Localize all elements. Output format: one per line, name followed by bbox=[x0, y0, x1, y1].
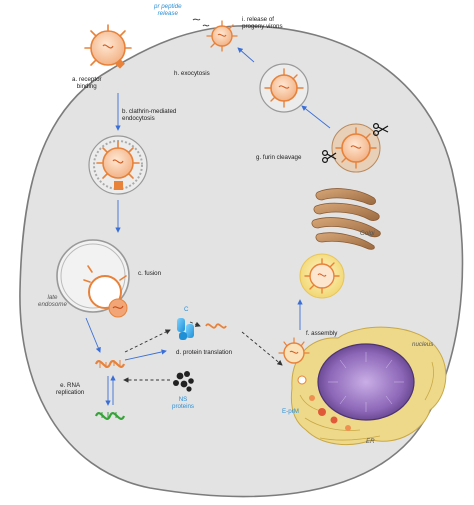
dashed-rna-to-c bbox=[124, 329, 171, 353]
virus-assembly bbox=[278, 337, 310, 364]
viral-rna-green bbox=[94, 412, 126, 420]
label-nucleus: nucleus bbox=[412, 341, 434, 348]
scissors-icon bbox=[373, 122, 389, 137]
arrow-exo-to-release bbox=[237, 47, 255, 63]
label-ns-proteins: NS proteins bbox=[172, 396, 195, 411]
label-exocytosis: h. exocytosis bbox=[174, 70, 210, 77]
er-vesicles bbox=[297, 375, 351, 431]
label-pr-peptide-release: pr peptide release bbox=[154, 3, 182, 18]
viral-rna-orange bbox=[94, 360, 126, 368]
label-receptor-binding: a. receptor binding bbox=[72, 76, 102, 91]
virus-endocytosis bbox=[88, 135, 148, 195]
label-furin-cleavage: g. furin cleavage bbox=[256, 154, 302, 161]
label-golgi: Golgi bbox=[360, 230, 375, 237]
virus-released bbox=[206, 20, 238, 52]
label-rna-replication: e. RNA replication bbox=[56, 382, 85, 397]
label-er: ER bbox=[366, 438, 375, 445]
ns-proteins-cluster bbox=[173, 371, 194, 392]
pr-peptide-fragments bbox=[192, 18, 210, 27]
arrow-furin-to-exo bbox=[301, 105, 331, 129]
rna-translated bbox=[205, 323, 227, 329]
nucleus-pores bbox=[328, 352, 404, 412]
golgi-shape bbox=[311, 188, 381, 250]
virus-exocytosis bbox=[259, 63, 309, 113]
scissors-icon bbox=[322, 150, 337, 164]
nucleus-er-complex bbox=[290, 326, 447, 446]
label-clathrin-endocytosis: b. clathrin-mediated endocytosis bbox=[122, 108, 177, 123]
dashed-c-to-rna bbox=[189, 321, 201, 327]
label-late-endosome: late endosome bbox=[38, 294, 67, 309]
label-protein-translation: d. protein translation bbox=[176, 349, 233, 356]
virus-immature bbox=[299, 253, 345, 299]
label-release: i. release of progeny virons bbox=[242, 16, 283, 31]
capsid-c-protein bbox=[177, 318, 194, 340]
arrow-to-translation bbox=[124, 349, 167, 361]
pathway-arrows bbox=[85, 47, 331, 406]
arrow-c-to-rna bbox=[85, 317, 101, 353]
label-c-protein: C bbox=[184, 306, 189, 313]
label-assembly: f. assembly bbox=[306, 330, 338, 337]
virus-furin-cleavage bbox=[331, 123, 381, 173]
label-eprm: E-prM bbox=[282, 408, 299, 415]
label-fusion: c. fusion bbox=[138, 270, 162, 277]
dashed-arrows bbox=[123, 321, 283, 383]
late-endosome-fusion bbox=[56, 239, 130, 318]
